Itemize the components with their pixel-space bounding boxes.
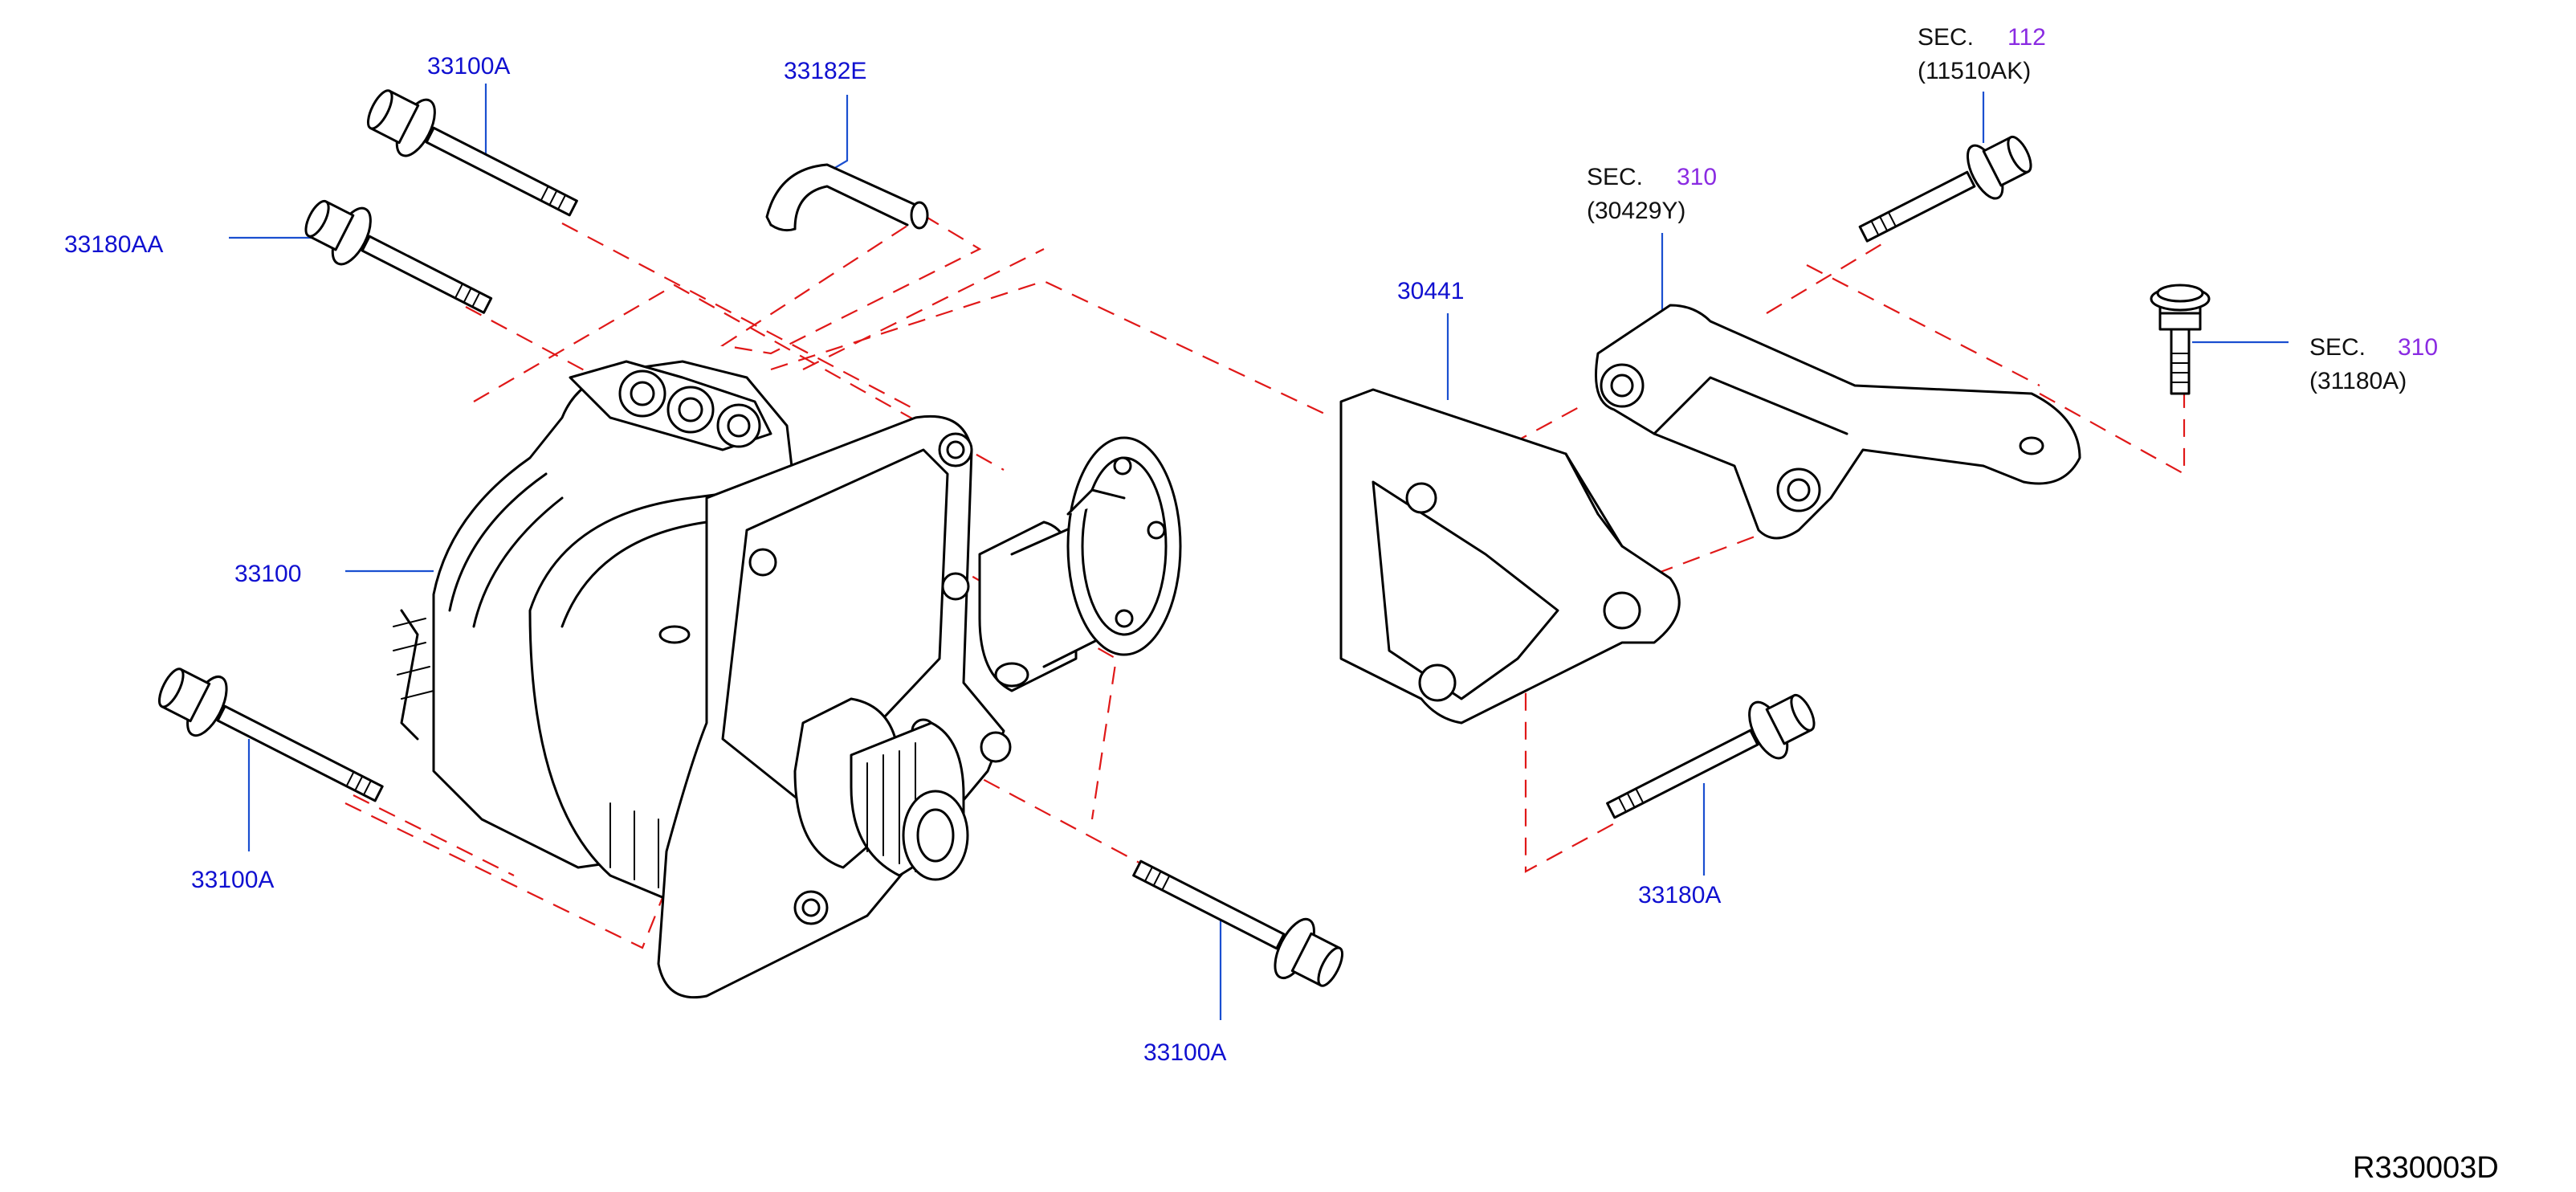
callout-33180a: 33180A — [1638, 882, 1721, 908]
bolt-top-right — [1858, 135, 2032, 243]
callout-33100: 33100 — [234, 561, 301, 587]
sec-310-arm-part: (30429Y) — [1587, 198, 1685, 224]
sec-112-part: (11510AK) — [1918, 58, 2031, 84]
sec-310-arm-prefix: SEC. — [1587, 164, 1643, 190]
sec-310-bolt-number[interactable]: 310 — [2398, 334, 2438, 361]
bracket — [1339, 388, 1681, 725]
section-ref-310-arm[interactable]: SEC. 310 (30429Y) — [1587, 164, 1717, 224]
vacuum-pump — [978, 436, 1182, 692]
bolt-bottom-center — [1132, 859, 1344, 987]
sec-310-bolt-prefix: SEC. — [2309, 334, 2366, 361]
adjusting-arm — [1595, 304, 2081, 540]
alternator-lugs — [569, 360, 772, 451]
sec-310-arm-number[interactable]: 310 — [1677, 164, 1717, 190]
bolt-upper-left — [304, 199, 493, 314]
alternator — [393, 360, 1012, 999]
hose — [765, 163, 929, 232]
section-ref-112[interactable]: SEC. 112 (11510AK) — [1918, 24, 2046, 84]
section-ref-310-bolt[interactable]: SEC. 310 (31180A) — [2309, 334, 2438, 394]
callouts: 33100A 33182E 33180AA 33100 33100A 33100… — [64, 53, 1721, 1066]
callout-33100a-top: 33100A — [427, 53, 510, 80]
sec-112-number[interactable]: 112 — [2007, 24, 2046, 51]
bolt-top-left — [366, 89, 578, 217]
diagram-reference-code: R330003D — [2353, 1151, 2499, 1185]
callout-33180aa: 33180AA — [64, 231, 163, 258]
bolt-bottom-right — [1606, 693, 1816, 819]
bolt-right-small — [2150, 284, 2211, 395]
callout-33100a-bottom: 33100A — [1143, 1039, 1226, 1066]
bolt-lower-left — [157, 667, 384, 802]
callout-33100a-left: 33100A — [191, 867, 274, 893]
callout-30441: 30441 — [1397, 278, 1464, 304]
sec-310-bolt-part: (31180A) — [2309, 368, 2407, 394]
callout-33182e: 33182E — [784, 58, 866, 84]
sec-112-prefix: SEC. — [1918, 24, 1974, 51]
